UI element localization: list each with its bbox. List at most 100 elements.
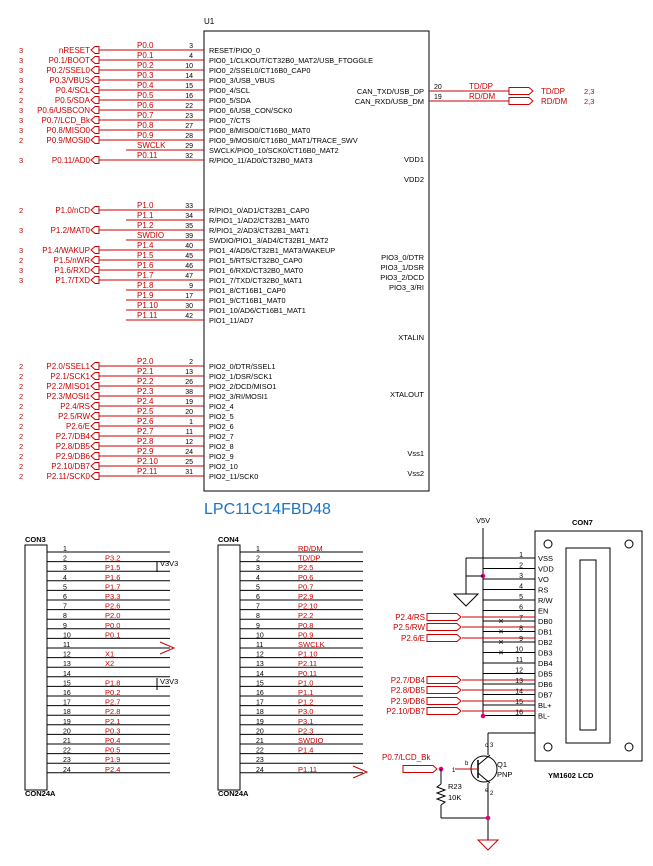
pin-number: 4 xyxy=(189,53,193,60)
con4-ref: CON4 xyxy=(218,535,240,544)
u1-ref: U1 xyxy=(204,17,215,26)
sheet-ref: 2 xyxy=(19,382,23,391)
connector-pin-number: 1 xyxy=(256,546,260,553)
lcd-pin-name: BL+ xyxy=(538,701,552,710)
net-label: P2.9/DB6 xyxy=(56,452,91,461)
port-shape xyxy=(90,226,100,234)
u1-body xyxy=(203,30,430,492)
port-shape xyxy=(90,246,100,254)
lcd-pin-name: DB7 xyxy=(538,691,553,700)
connector-net-label: P1.7 xyxy=(105,582,120,591)
port-shape xyxy=(90,206,100,214)
connector-net-label: P0.3 xyxy=(105,726,120,735)
port-shape xyxy=(90,116,100,124)
sheet-ref: 2 xyxy=(19,392,23,401)
connector-net-label: P0.5 xyxy=(105,746,120,755)
lcd-input-label: P2.10/DB7 xyxy=(386,707,425,716)
pin-number: 28 xyxy=(185,133,193,140)
pin-function: Vss2 xyxy=(407,469,424,478)
pin-function: PIO3_1/DSR xyxy=(381,263,425,272)
connector-net-label: P1.9 xyxy=(105,755,120,764)
port-label: P0.11 xyxy=(137,151,158,160)
r23-body xyxy=(435,783,447,806)
port-shape xyxy=(90,136,100,144)
sheet-ref: 2 xyxy=(19,136,23,145)
connector-net-label: P0.7 xyxy=(298,582,313,591)
pin-number: 1 xyxy=(189,419,193,426)
connector-pin-number: 24 xyxy=(256,767,264,774)
port-label: P1.11 xyxy=(137,311,158,320)
net-label: P0.4/SCL xyxy=(56,86,91,95)
net-label: P1.2/MAT0 xyxy=(51,226,91,235)
pin-function: SWDIO/PIO1_3/AD4/CT32B1_MAT2 xyxy=(209,236,329,245)
connector-net-label: RD/DM xyxy=(298,544,323,553)
sheet-ref: 2 xyxy=(19,402,23,411)
pin-function: PIO1_6/RXD/CT32B0_MAT0 xyxy=(209,266,303,275)
pin-number: 19 xyxy=(185,399,193,406)
pin-number: 39 xyxy=(185,233,193,240)
lcd-pin-name: BL- xyxy=(538,712,550,721)
pin-number: 15 xyxy=(185,83,193,90)
pin-number: 46 xyxy=(185,263,193,270)
pin-number: 30 xyxy=(185,303,193,310)
connector-pin-number: 20 xyxy=(63,728,71,735)
lcd-pin-number: 16 xyxy=(515,710,523,717)
pin-function: R/PIO1_0/AD1/CT32B1_CAP0 xyxy=(209,206,309,215)
connector-pin-number: 15 xyxy=(256,680,264,687)
port-label: P1.9 xyxy=(137,291,154,300)
pin-function: RESET/PIO0_0 xyxy=(209,46,260,55)
port-shape xyxy=(90,76,100,84)
con3-body xyxy=(24,544,48,791)
pin-number: 3 xyxy=(189,43,193,50)
sheet-ref: 2 xyxy=(19,412,23,421)
connector-net-label: P2.7 xyxy=(105,698,120,707)
con4-part: CON24A xyxy=(218,789,249,798)
pin-number: 24 xyxy=(185,449,193,456)
port-shape xyxy=(90,106,100,114)
pin-number: 11 xyxy=(186,429,193,436)
lcd-pin-name: VO xyxy=(538,575,549,584)
port-shape xyxy=(90,452,100,460)
sheet-ref: 3 xyxy=(19,106,23,115)
port-shape xyxy=(508,97,534,105)
connector-pin-number: 10 xyxy=(256,632,264,639)
port-shape xyxy=(90,402,100,410)
pin-function: XTALIN xyxy=(398,333,424,342)
port-label: P2.7 xyxy=(137,427,154,436)
port-label: P2.11 xyxy=(137,467,158,476)
connector-net-label: P2.6 xyxy=(105,602,120,611)
sheet-ref: 2 xyxy=(19,472,23,481)
pin-function: PIO0_7/CTS xyxy=(209,116,250,125)
net-label: P2.11/SCK0 xyxy=(47,472,91,481)
lcd-pin-number: 7 xyxy=(519,615,523,622)
port-label: P2.9 xyxy=(137,447,154,456)
connector-pin-number: 3 xyxy=(256,565,260,572)
lcd-pin-number: 13 xyxy=(515,678,523,685)
power-label: V5V xyxy=(476,516,490,525)
con7-ref: CON7 xyxy=(572,518,593,527)
net-label: P0.8/MISO0 xyxy=(46,126,90,135)
connector-pin-number: 13 xyxy=(256,661,264,668)
pin-number: 14 xyxy=(185,73,193,80)
con7-body xyxy=(534,530,643,762)
port-label: P2.2 xyxy=(137,377,154,386)
pin-number: 35 xyxy=(185,223,193,230)
lcd-pin-name: RS xyxy=(538,586,548,595)
net-label: P0.5/SDA xyxy=(55,96,91,105)
connector-pin-number: 8 xyxy=(256,613,260,620)
pin-number: 32 xyxy=(185,153,193,160)
port-label: P2.1 xyxy=(137,367,154,376)
connector-net-label: P1.4 xyxy=(298,746,313,755)
connector-net-label: P1.10 xyxy=(298,650,318,659)
net-label: P1.5/nWR xyxy=(54,256,91,265)
lcd-pin-number: 5 xyxy=(519,594,523,601)
connector-pin-number: 8 xyxy=(63,613,67,620)
connector-pin-number: 17 xyxy=(63,700,71,707)
q1-ref: Q1 xyxy=(497,760,507,769)
port-label: P2.4 xyxy=(137,397,154,406)
port-label: P1.2 xyxy=(137,221,154,230)
connector-net-label: P1.5 xyxy=(105,563,120,572)
port-label: P2.8 xyxy=(137,437,154,446)
